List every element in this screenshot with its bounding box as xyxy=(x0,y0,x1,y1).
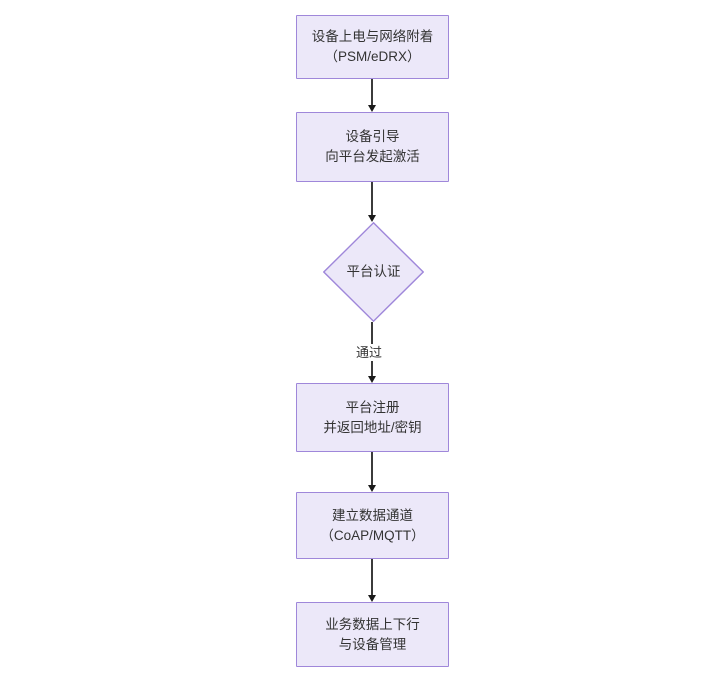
node-label: 平台认证 xyxy=(347,262,401,282)
edge-label: 通过 xyxy=(353,344,386,361)
process-node: 业务数据上下行与设备管理 xyxy=(296,602,449,667)
node-text-line: 设备引导 xyxy=(345,129,400,144)
connector-arrowhead xyxy=(367,215,376,222)
node-text-line: （PSM/eDRX） xyxy=(324,49,421,64)
node-text-line: 向平台发起激活 xyxy=(325,149,420,164)
decision-node: 平台认证 xyxy=(323,222,424,322)
node-text-line: 与设备管理 xyxy=(338,636,407,652)
node-text-line: 建立数据通道 xyxy=(332,507,413,523)
node-text-line: 并返回地址/密钥 xyxy=(323,419,422,435)
connector-line xyxy=(371,452,373,486)
connector-arrowhead xyxy=(367,376,376,383)
process-node: 设备引导向平台发起激活 xyxy=(296,112,449,182)
node-text-line: （CoAP/MQTT） xyxy=(320,527,425,543)
process-node: 平台注册并返回地址/密钥 xyxy=(296,383,449,452)
connector-line xyxy=(371,182,373,216)
node-text-line: 业务数据上下行 xyxy=(325,616,420,632)
node-text-line: 平台注册 xyxy=(345,399,400,415)
connector-arrowhead xyxy=(367,105,376,112)
node-text-line: 设备上电与网络附着 xyxy=(311,29,434,44)
connector-arrowhead xyxy=(367,595,376,602)
diamond-shape xyxy=(323,222,424,322)
connector-arrowhead xyxy=(367,485,376,492)
connector-line xyxy=(371,79,373,106)
process-node: 设备上电与网络附着 （PSM/eDRX） xyxy=(296,15,449,79)
process-node: 建立数据通道 （CoAP/MQTT） xyxy=(296,492,449,559)
node-text-line: 平台认证 xyxy=(346,264,401,279)
connector-line xyxy=(371,559,373,596)
